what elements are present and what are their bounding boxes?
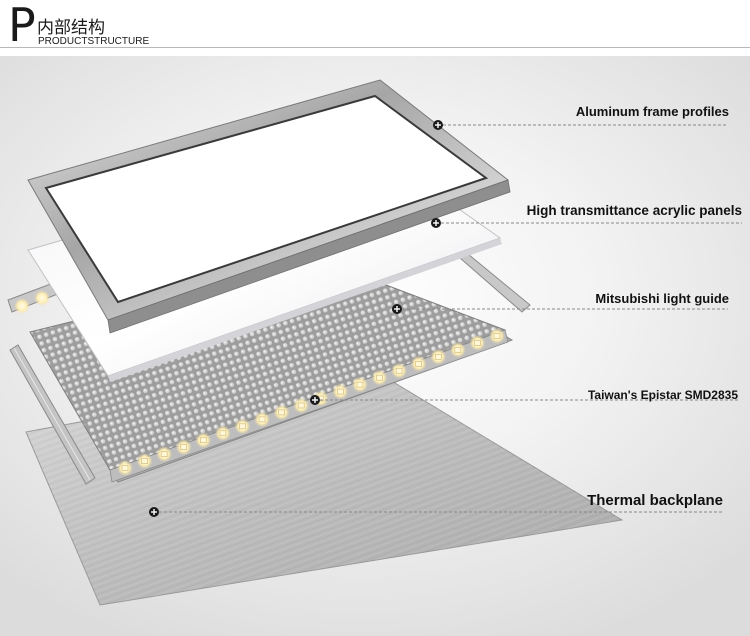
callout-label-acrylic-panel: High transmittance acrylic panels (526, 203, 742, 218)
header-title-chinese: 内部结构 (37, 18, 105, 38)
led-chip (239, 423, 246, 430)
led-chip (219, 430, 227, 437)
led-chip (395, 367, 403, 374)
led-chip (200, 437, 207, 444)
callout-label-backplane: Thermal backplane (587, 492, 723, 509)
plus-marker-icon (433, 120, 443, 130)
aluminum-frame (27, 79, 511, 334)
led-chip (297, 402, 305, 409)
page-header: P 内部结构 PRODUCTSTRUCTURE (0, 0, 750, 56)
side-frame-bar (9, 344, 96, 485)
header-divider (0, 47, 750, 48)
led-chip (141, 458, 148, 464)
led-chip (415, 360, 422, 367)
led-chip (278, 409, 285, 416)
led-chip (454, 347, 462, 353)
callout-leaders (154, 124, 742, 513)
header-title-english: PRODUCTSTRUCTURE (38, 36, 150, 47)
callout-label-led-chips: Taiwan's Epistar SMD2835 (587, 388, 738, 402)
led-chip (160, 451, 168, 457)
plus-marker-icon (310, 395, 320, 405)
plus-marker-icon (431, 218, 441, 228)
led-chip (493, 333, 501, 339)
led-chip (434, 354, 442, 360)
logo-letter: P (8, 0, 36, 52)
led-chip (474, 340, 481, 346)
plus-marker-icon (392, 304, 402, 314)
led-chip (376, 374, 383, 381)
led-chip (180, 444, 188, 450)
right-frame-bar (459, 253, 531, 313)
led-chip (356, 381, 364, 388)
led-chip (121, 465, 129, 471)
led-chip (337, 388, 344, 395)
led-chip-glow (34, 290, 50, 306)
led-chips (117, 328, 505, 476)
led-chip-glow (14, 298, 30, 314)
led-chip (258, 416, 266, 423)
plus-marker-icon (149, 507, 159, 517)
callout-label-light-guide: Mitsubishi light guide (595, 291, 729, 306)
callout-markers (149, 120, 443, 517)
callout-label-aluminum-frame: Aluminum frame profiles (575, 104, 729, 119)
